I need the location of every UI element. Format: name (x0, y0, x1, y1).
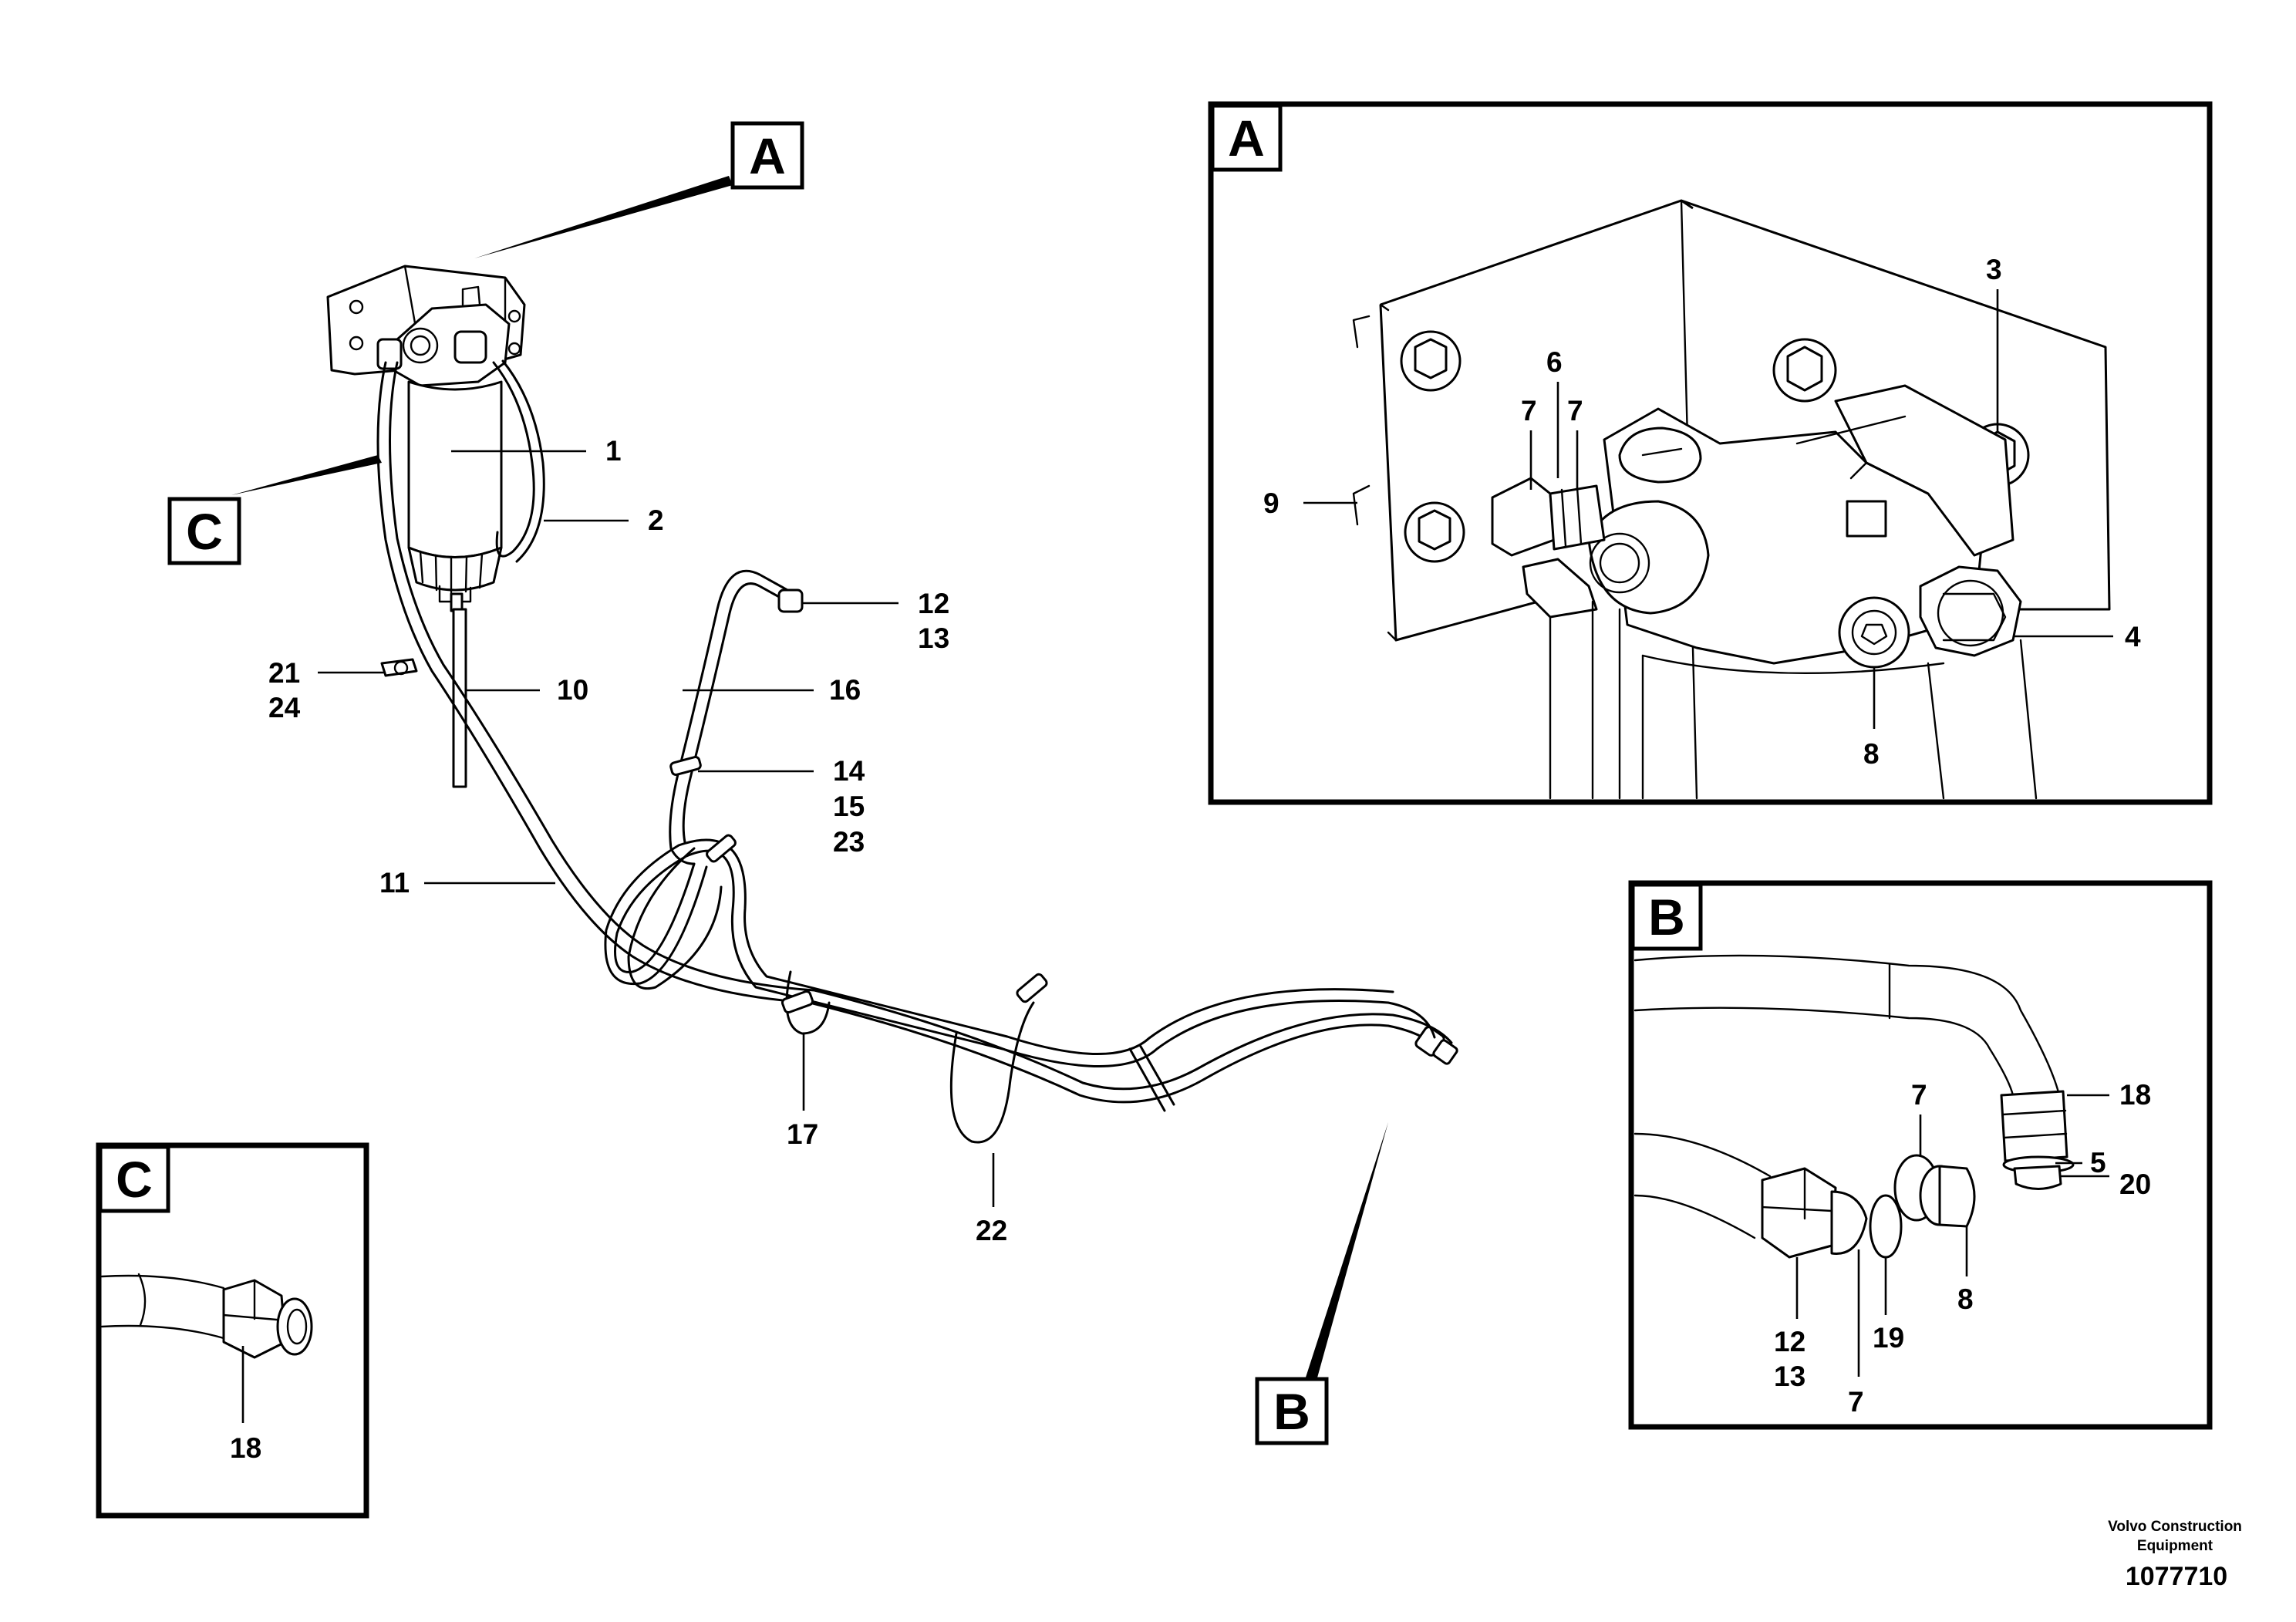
callout-10: 10 (557, 674, 588, 706)
credit-line-1: Volvo Construction (2108, 1519, 2242, 1535)
callout-17: 17 (787, 1118, 818, 1150)
callout-13: 13 (918, 622, 949, 654)
view-a-pointer (474, 176, 733, 258)
credit-line-2: Equipment (2137, 1538, 2213, 1554)
detail-a-callout-6: 6 (1546, 346, 1563, 378)
callout-14: 14 (833, 755, 865, 787)
detail-b-callout-20: 20 (2119, 1168, 2151, 1200)
callout-2: 2 (648, 504, 664, 536)
footer: Volvo Construction Equipment 1077710 (2108, 1519, 2242, 1591)
view-a-reference: A (730, 121, 804, 190)
detail-c-label: C (116, 1151, 153, 1208)
callout-15: 15 (833, 791, 865, 822)
detail-a: A (1208, 101, 2213, 805)
clamp-21 (380, 658, 418, 677)
svg-text:A: A (749, 127, 786, 184)
callout-22: 22 (976, 1215, 1007, 1246)
detail-a-callout-7b: 7 (1567, 395, 1583, 427)
svg-text:B: B (1273, 1383, 1310, 1440)
callout-24: 24 (268, 692, 301, 723)
detail-b-callout-5: 5 (2090, 1147, 2106, 1179)
view-b-pointer (1303, 1122, 1388, 1386)
drain-tube (452, 608, 467, 788)
callout-1: 1 (605, 435, 622, 467)
clamp-22 (949, 973, 1048, 1144)
detail-a-label: A (1228, 110, 1265, 167)
document-number: 1077710 (2126, 1562, 2227, 1591)
callout-21: 21 (268, 657, 300, 689)
view-b-reference: B (1255, 1377, 1329, 1445)
clamp-17 (781, 970, 831, 1035)
detail-b: B 18 5 20 7 (1628, 880, 2213, 1430)
detail-a-callout-8: 8 (1863, 738, 1880, 770)
detail-b-callout-19: 19 (1873, 1322, 1904, 1354)
detail-b-callout-12: 12 (1774, 1326, 1805, 1357)
tie-strap (1128, 1044, 1175, 1112)
filter-bowl (407, 380, 503, 612)
detail-b-callout-7a: 7 (1911, 1079, 1927, 1111)
detail-b-callout-7b: 7 (1848, 1386, 1864, 1418)
main-assembly: 1 2 12 13 16 21 24 10 14 15 23 11 17 22 … (167, 121, 1458, 1445)
detail-c-callout-18: 18 (230, 1432, 261, 1464)
detail-a-callout-7a: 7 (1521, 395, 1537, 427)
callout-12: 12 (918, 588, 949, 619)
callout-16: 16 (829, 674, 861, 706)
hose-11 (376, 361, 1458, 1104)
callout-23: 23 (833, 826, 865, 858)
detail-a-callout-3: 3 (1986, 254, 2002, 285)
svg-text:C: C (186, 503, 223, 560)
hose-16 (604, 569, 1436, 1067)
view-c-reference: C (167, 497, 241, 565)
clamp-14 (669, 755, 702, 777)
detail-b-callout-8: 8 (1957, 1283, 1974, 1315)
clamp-upper (627, 834, 737, 990)
detail-a-callout-4: 4 (2125, 621, 2141, 653)
callout-11: 11 (379, 867, 410, 899)
hose-2 (492, 361, 535, 558)
filter-head (376, 285, 511, 387)
detail-b-callout-18: 18 (2119, 1079, 2151, 1111)
detail-b-callout-13: 13 (1774, 1361, 1805, 1392)
view-c-pointer (231, 455, 382, 495)
detail-c: C 18 (96, 1142, 369, 1519)
detail-a-callout-9: 9 (1263, 487, 1279, 519)
detail-b-label: B (1648, 889, 1685, 946)
